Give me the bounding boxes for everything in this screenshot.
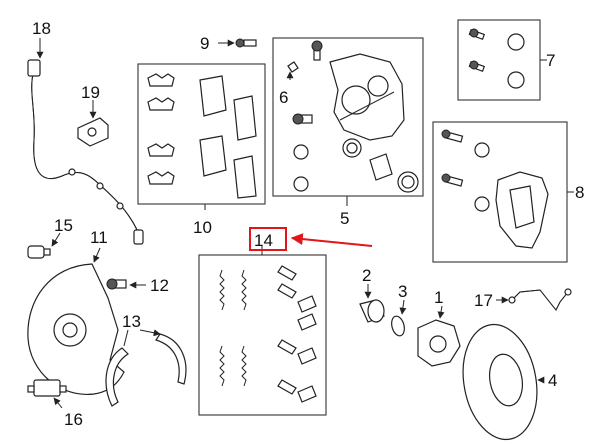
callout-7: 7 [546,51,555,70]
backing-plate-bolt [106,278,146,290]
callout-12: 12 [150,276,169,295]
callout-19: 19 [81,83,100,102]
bearing [359,284,385,323]
callout-11: 11 [90,228,108,247]
callout-14-highlight-box [249,227,287,251]
callout-9: 9 [200,34,209,53]
callout-6: 6 [279,88,288,107]
callout-5: 5 [340,209,349,228]
callout-16: 16 [64,410,83,429]
wheel-speed-sensor [27,379,67,409]
highlight-arrow [290,233,373,247]
callout-8: 8 [575,183,584,202]
caliper-box [272,37,424,197]
callout-3: 3 [398,282,407,301]
callout-15: 15 [54,216,73,235]
callout-14: 14 [254,231,273,250]
wheel-hub [417,305,461,367]
abs-sensor-wire [27,38,144,245]
guide-bolt-kit [468,28,547,89]
callout-18: 18 [32,19,51,38]
callout-2: 2 [362,266,371,285]
callout-1: 1 [434,288,443,307]
sensor-plug [27,232,61,259]
parking-brake-shoes [105,329,187,407]
callout-10: 10 [193,218,212,237]
brake-pad-box [137,63,266,205]
caliper-bolt [218,38,257,48]
brake-hose [496,288,572,311]
sensor-bracket [77,100,109,147]
callout-4: 4 [548,371,557,390]
callout-13: 13 [122,312,141,331]
brake-caliper [286,40,419,206]
callout-17: 17 [474,291,493,310]
caliper-bracket [441,129,574,249]
brake-pads [147,73,257,210]
brake-rotor [462,323,545,441]
hardware-kit [219,246,317,403]
snap-ring [391,299,407,337]
backing-plate [27,247,125,395]
